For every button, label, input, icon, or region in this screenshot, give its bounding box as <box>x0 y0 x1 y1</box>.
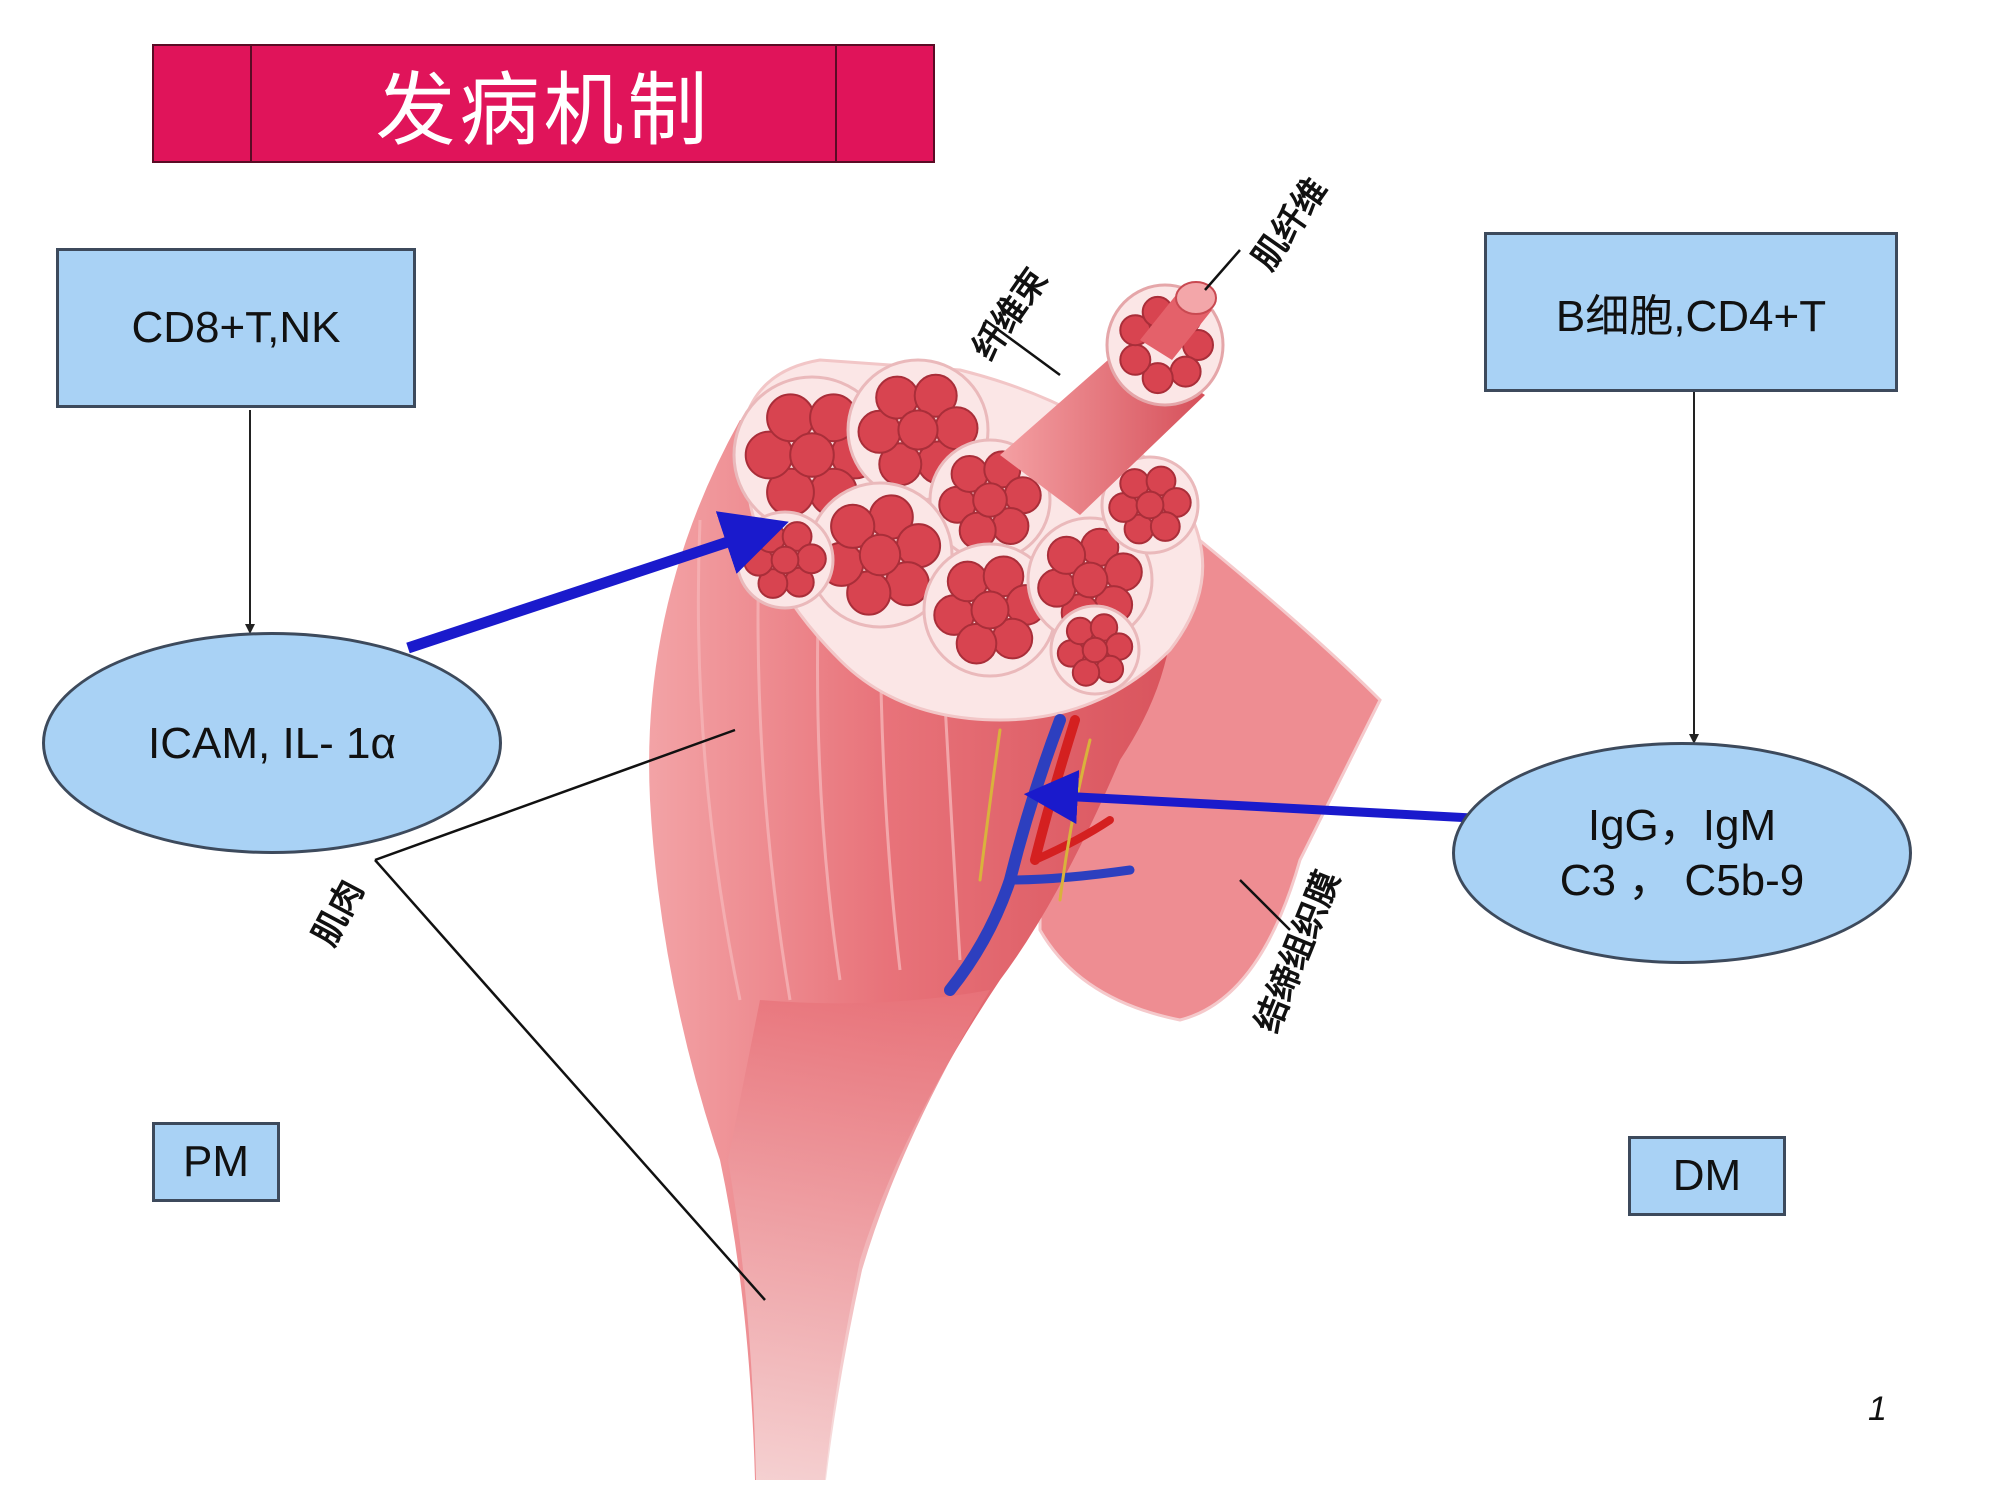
muscle-fiber-section <box>1169 355 1202 388</box>
muscle-fiber-section <box>970 590 1010 630</box>
pm-cells-box: CD8+T,NK <box>56 248 416 408</box>
dm-pathway-arrow <box>1023 770 1473 824</box>
muscle-fiber-section <box>858 533 902 577</box>
muscle-fiber-section <box>770 545 800 575</box>
page-number: 1 <box>1868 1390 1887 1428</box>
muscle-fiber-section <box>913 373 958 418</box>
title-divider-right <box>835 46 837 161</box>
muscle-fiber-section <box>1037 568 1077 608</box>
title-bar: 发病机制 <box>152 44 935 163</box>
pm-pathway-arrow <box>406 511 789 654</box>
muscle-fiber-section <box>1145 465 1177 497</box>
dm-mediators-line2: C3 ， C5b-9 <box>1559 856 1805 905</box>
pm-label-text: PM <box>183 1137 249 1186</box>
dm-label-box: DM <box>1628 1136 1786 1216</box>
single-muscle-fiber <box>1140 281 1217 360</box>
muscle-fiber-section <box>1071 561 1109 599</box>
muscle-fiber-section <box>796 543 827 575</box>
muscle-fiber-section <box>895 523 942 569</box>
muscle-fiber-section <box>1141 362 1174 395</box>
muscle-fiber-section <box>1149 511 1181 542</box>
dm-cells-text: B细胞,CD4+T <box>1555 292 1827 341</box>
pm-cells-text: CD8+T,NK <box>131 303 341 352</box>
muscle-fiber-section <box>1081 636 1109 664</box>
muscle-fiber-section <box>1046 535 1087 575</box>
muscle-fiber-section <box>972 482 1008 518</box>
muscle-fiber-section <box>1103 552 1143 592</box>
pm-mediators-text: ICAM, IL- 1α <box>148 718 396 768</box>
muscle-fiber-section <box>1135 490 1165 520</box>
dm-cells-box: B细胞,CD4+T <box>1484 232 1898 392</box>
page-title: 发病机制 <box>375 63 712 157</box>
muscle-fiber-section <box>1119 343 1152 376</box>
muscle-fiber-section <box>789 432 835 478</box>
dm-mediators-line1: IgG，IgM <box>1587 801 1777 850</box>
title-divider-left <box>250 46 252 161</box>
pm-label-box: PM <box>152 1122 280 1202</box>
muscle-fiber-section <box>955 622 998 665</box>
dm-label-text: DM <box>1672 1151 1742 1200</box>
muscle-fiber-section <box>830 503 876 549</box>
leader-lines <box>374 249 1291 1301</box>
blood-vessels <box>944 714 1135 996</box>
dm-mediators-ellipse: IgG，IgM C3 ， C5b-9 <box>1452 742 1912 964</box>
muscle-fiber-section <box>897 409 939 451</box>
pm-mediators-ellipse: ICAM, IL- 1α <box>42 632 502 854</box>
fascicle-group <box>732 358 1200 696</box>
tendon <box>728 990 990 1480</box>
